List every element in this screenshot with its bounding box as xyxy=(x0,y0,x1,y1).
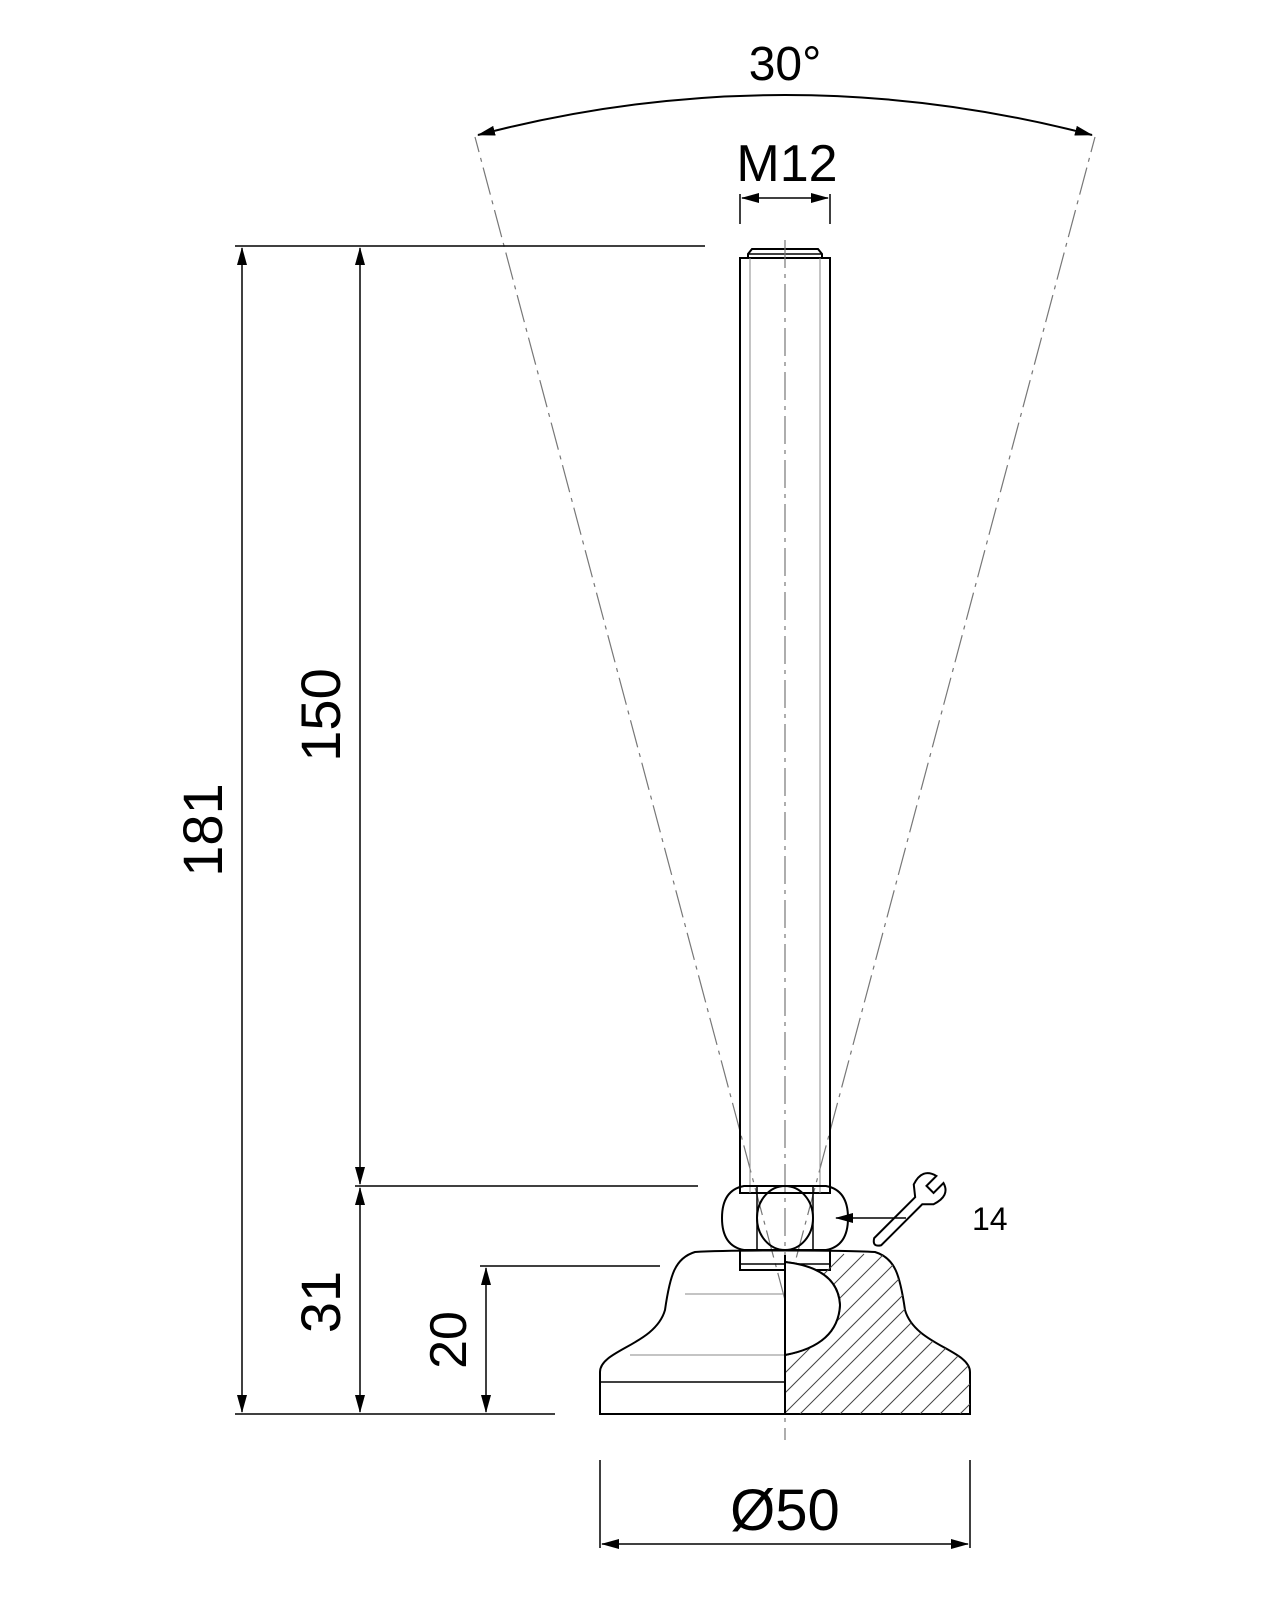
dimension-181: 181 xyxy=(171,247,247,1413)
angle-label: 30° xyxy=(749,38,822,91)
height-total-label: 181 xyxy=(171,783,234,876)
wrench-callout: 14 xyxy=(835,1172,1008,1247)
dimension-31: 31 xyxy=(289,1187,365,1413)
dimension-150: 150 xyxy=(289,247,365,1185)
stem-length-label: 150 xyxy=(289,668,352,761)
thread-label: M12 xyxy=(736,135,837,193)
base-foot xyxy=(599,1249,971,1415)
diameter-dimension: Ø50 xyxy=(599,1460,971,1549)
base-height-label: 20 xyxy=(420,1311,478,1369)
section-hatch xyxy=(784,1253,970,1414)
extension-lines xyxy=(235,245,705,1415)
lower-height-label: 31 xyxy=(289,1271,352,1333)
base-diameter-label: Ø50 xyxy=(730,1478,840,1543)
threaded-stem xyxy=(739,240,831,1440)
thread-dimension: M12 xyxy=(736,135,838,224)
wrench-icon xyxy=(872,1172,947,1247)
swivel-angle-dimension: 30° xyxy=(474,38,1096,1301)
dimension-20: 20 xyxy=(420,1267,491,1413)
wrench-size-label: 14 xyxy=(972,1201,1008,1237)
